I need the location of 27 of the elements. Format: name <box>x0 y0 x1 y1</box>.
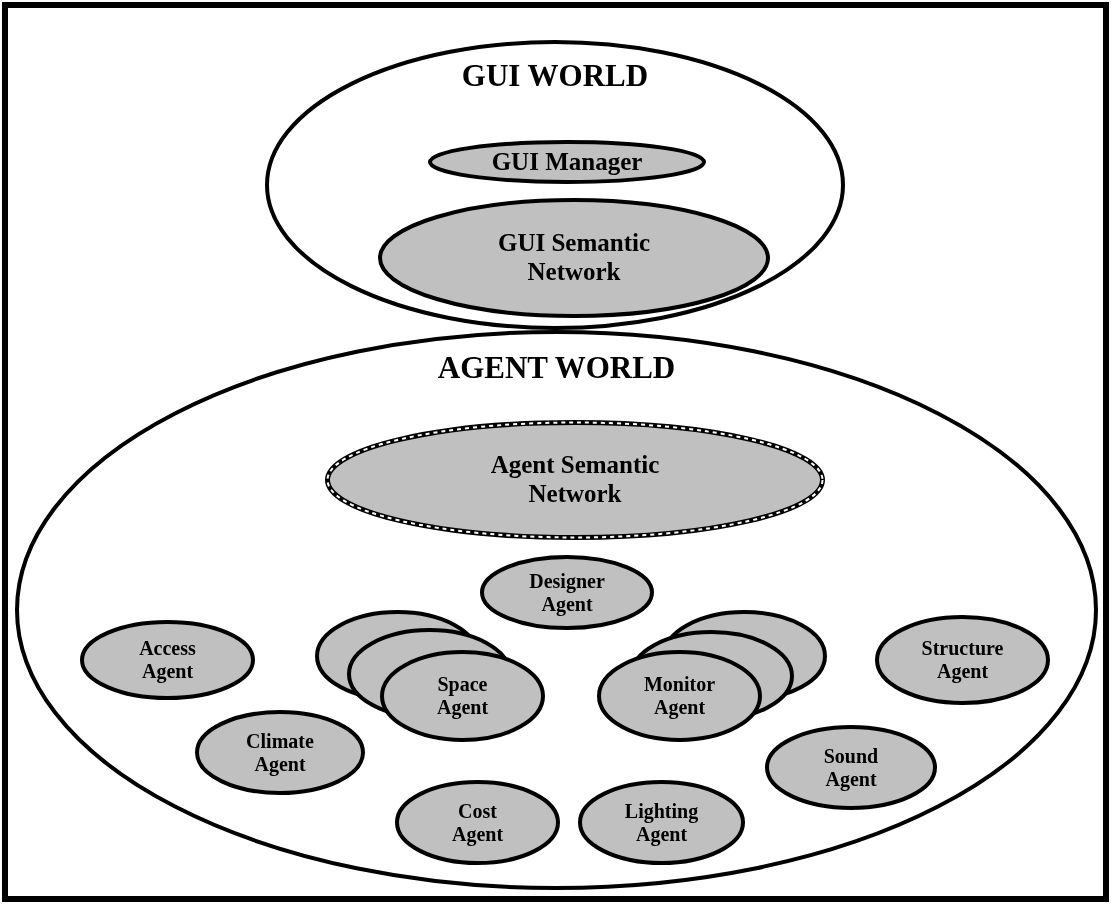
agent-ellipse <box>765 725 937 810</box>
node-label: Sound Agent <box>822 744 880 791</box>
node-label: Structure Agent <box>920 637 1005 683</box>
agent-stack <box>597 610 827 742</box>
node-label: Space Agent <box>435 673 490 719</box>
agent-ellipse <box>378 198 770 318</box>
node-label: Lighting Agent <box>623 799 700 846</box>
world-ellipse <box>15 330 1098 890</box>
node-label: Access Agent <box>138 637 197 683</box>
world-title: GUI WORLD <box>461 58 649 93</box>
node-label: Climate Agent <box>245 729 315 776</box>
world-ellipse <box>265 40 845 330</box>
agent-ellipse <box>428 140 706 184</box>
node-label: GUI Semantic Network <box>496 229 652 287</box>
agent-ellipse <box>80 620 255 700</box>
agent-ellipse <box>395 780 560 865</box>
node-label: Monitor Agent <box>642 673 717 719</box>
agent-ellipse <box>875 615 1050 705</box>
node-label: Cost Agent <box>450 799 505 846</box>
agent-ellipse <box>325 420 825 540</box>
node-label: GUI Manager <box>491 147 643 177</box>
agent-ellipse <box>195 710 365 795</box>
node-label: Agent Semantic Network <box>489 451 661 509</box>
node-label: Designer Agent <box>528 569 606 616</box>
agent-ellipse <box>480 555 654 630</box>
world-title: AGENT WORLD <box>437 350 676 385</box>
agent-ellipse <box>578 780 745 865</box>
